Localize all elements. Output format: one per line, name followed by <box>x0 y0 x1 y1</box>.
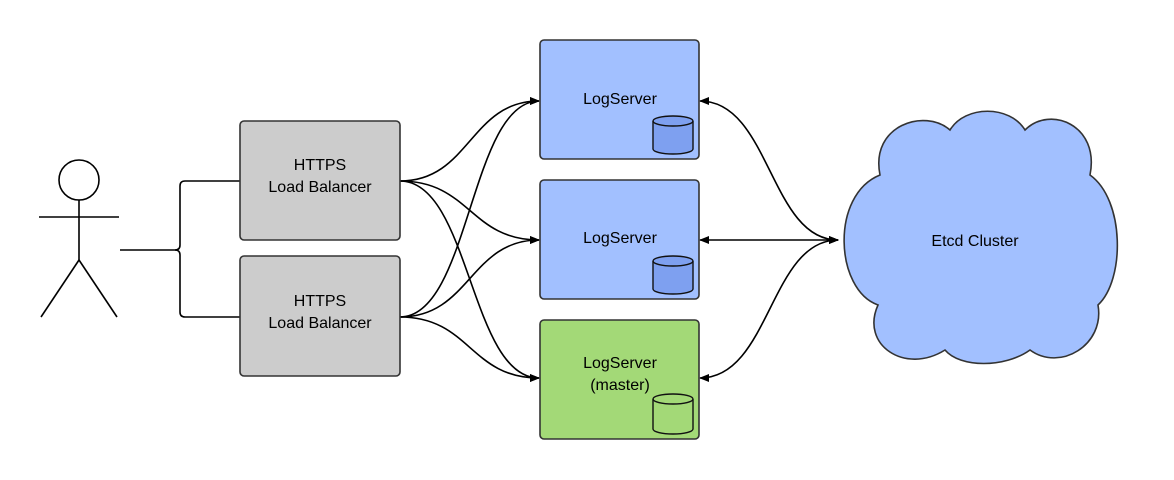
user-actor-icon <box>39 159 119 318</box>
database-icon <box>652 115 694 155</box>
load-balancer-2: HTTPS Load Balancer <box>239 255 401 377</box>
etcd-cluster: Etcd Cluster <box>843 110 1119 365</box>
database-icon <box>652 393 694 435</box>
logserver-to-etcd-edges <box>699 97 839 382</box>
edge-ls1-etcd <box>699 97 839 244</box>
logserver-1-label: LogServer <box>583 91 657 108</box>
logserver-1: LogServer <box>539 39 700 160</box>
logserver-2: LogServer <box>539 179 700 300</box>
logserver-master-label-line2: (master) <box>590 377 650 394</box>
lb1-label-line1: HTTPS <box>294 157 346 174</box>
database-icon <box>652 255 694 295</box>
lb2-label-line2: Load Balancer <box>268 315 372 332</box>
edge-lb1-ls1 <box>399 97 540 182</box>
lb-to-logserver-edges <box>399 97 540 382</box>
logserver-master-label-line1: LogServer <box>583 355 657 372</box>
edge-lb2-ls2 <box>399 236 540 318</box>
edge-lb2-ls1 <box>399 97 540 318</box>
cloud-icon <box>843 110 1119 365</box>
etcd-cluster-label: Etcd Cluster <box>931 233 1019 250</box>
load-balancer-1: HTTPS Load Balancer <box>239 120 401 241</box>
actor-lb-connector <box>120 180 240 318</box>
lb2-label-line1: HTTPS <box>294 293 346 310</box>
edge-lb2-ls3 <box>399 316 540 382</box>
logserver-master: LogServer (master) <box>539 319 700 440</box>
edge-ls3-etcd <box>699 236 839 382</box>
lb1-label-line2: Load Balancer <box>268 179 372 196</box>
logserver-2-label: LogServer <box>583 230 657 247</box>
